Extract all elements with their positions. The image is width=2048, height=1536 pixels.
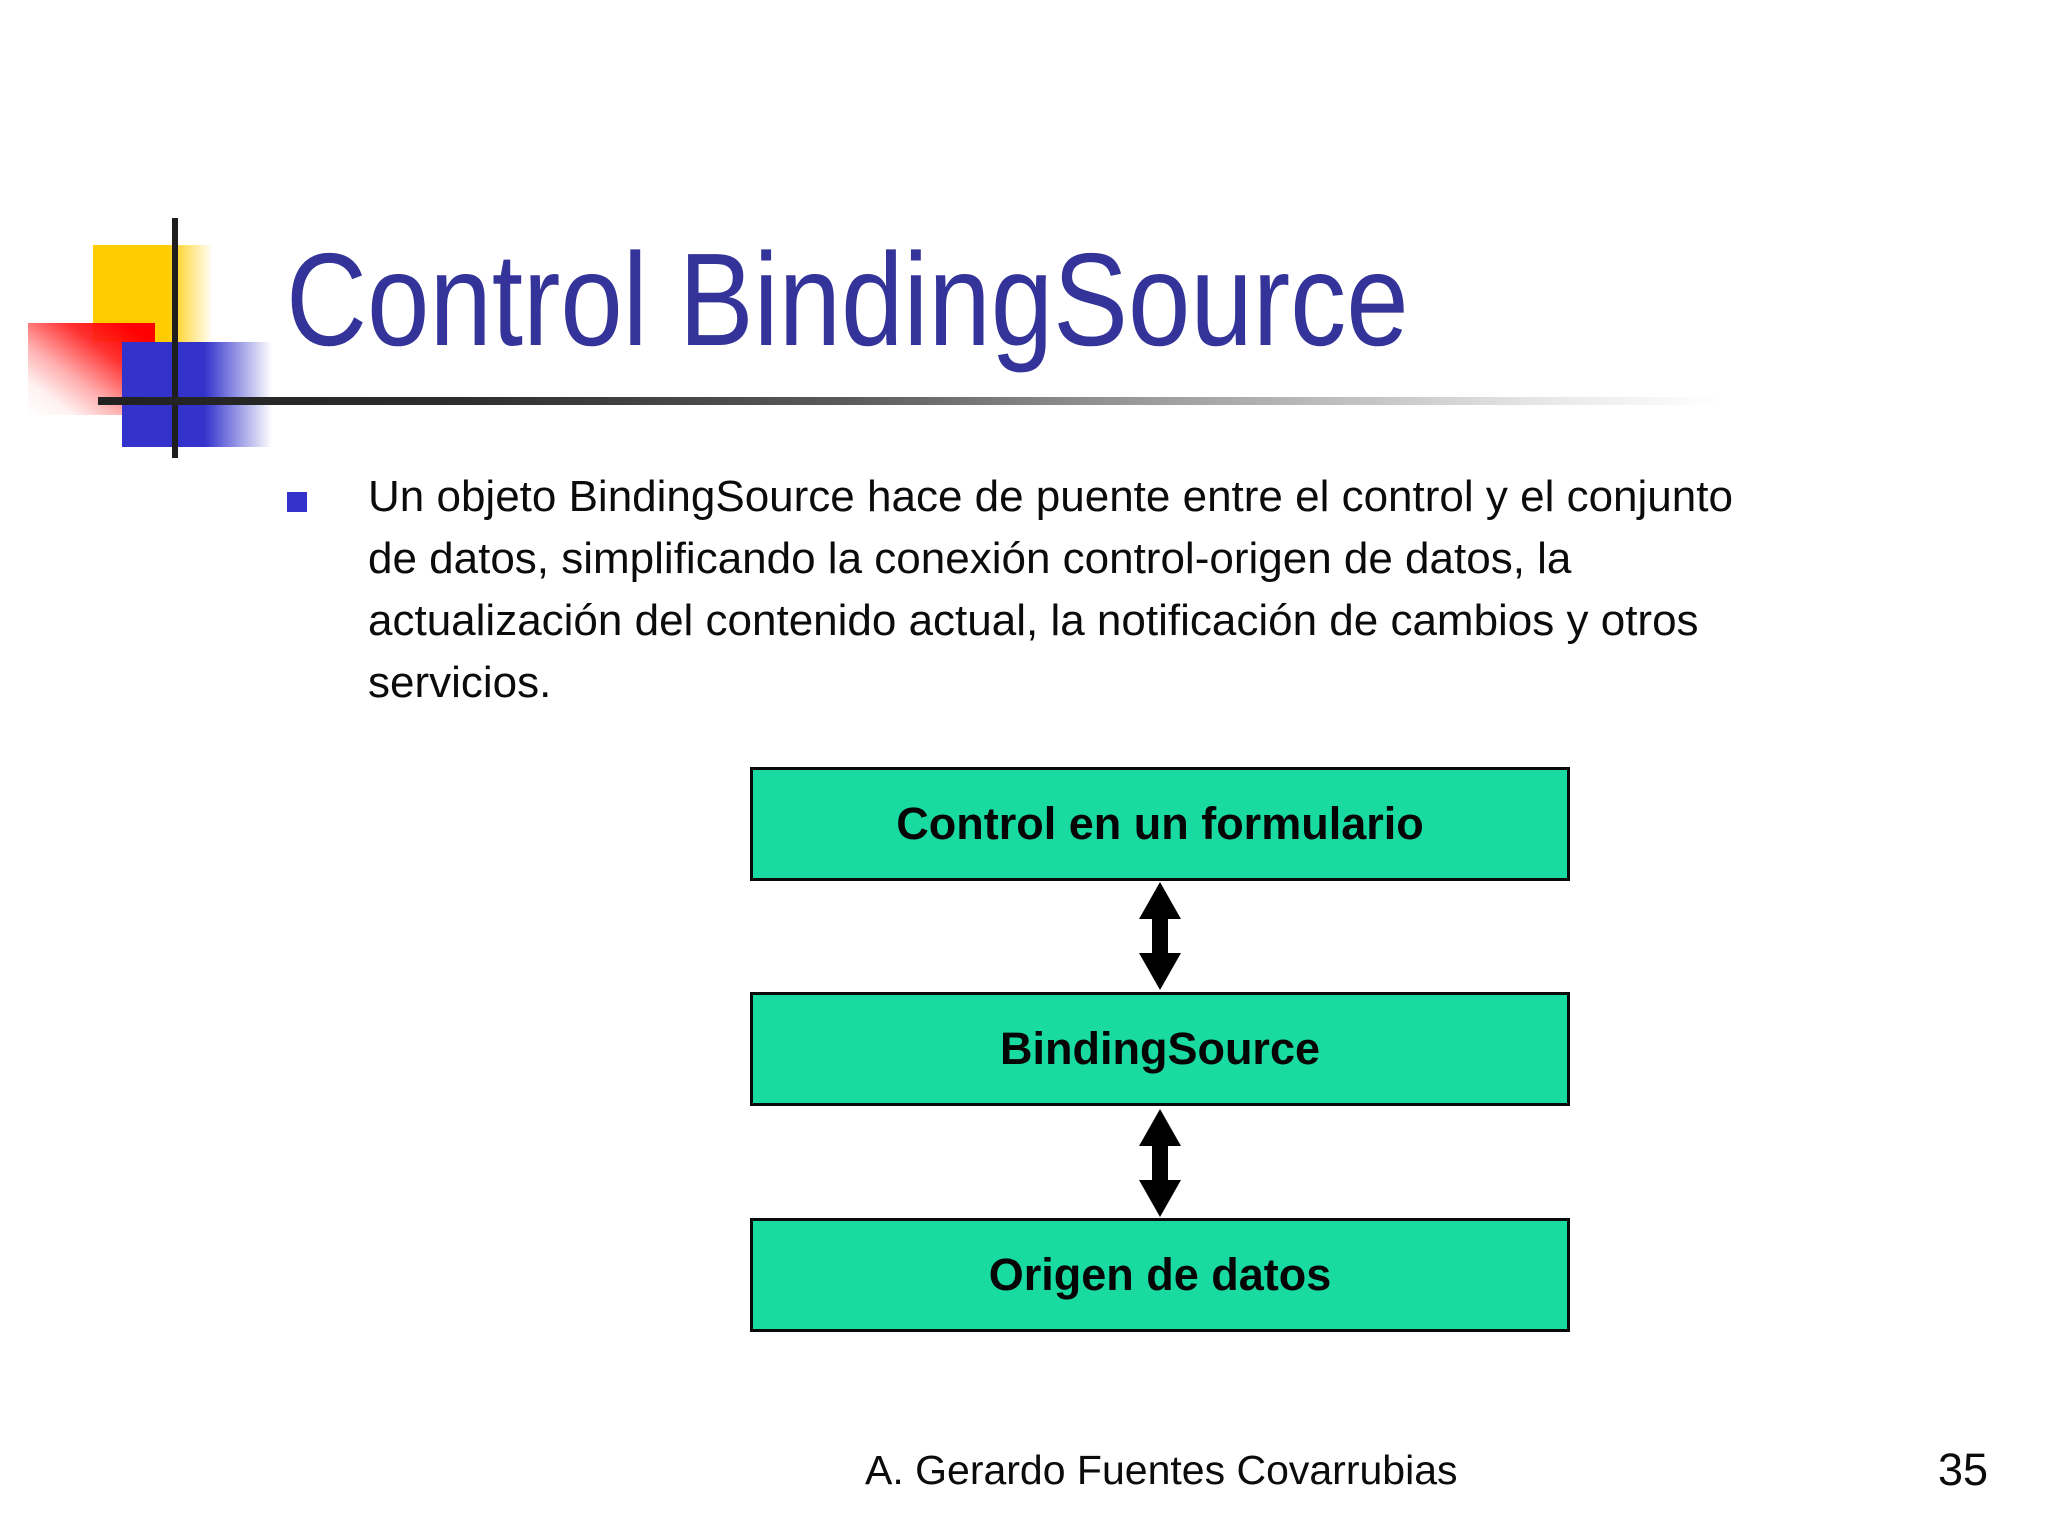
decoration-vertical-line	[172, 218, 178, 458]
diagram-box-origen-datos: Origen de datos	[750, 1218, 1570, 1332]
diagram-box-control-formulario: Control en un formulario	[750, 767, 1570, 881]
diagram-box-bindingsource: BindingSource	[750, 992, 1570, 1106]
diagram-box-label: BindingSource	[999, 1023, 1320, 1074]
slide-title: Control BindingSource	[286, 226, 1409, 373]
bullet-square-icon	[287, 492, 307, 512]
title-underline-rule	[98, 397, 1752, 405]
footer-author: A. Gerardo Fuentes Covarrubias	[865, 1447, 1458, 1493]
double-arrow-icon	[1139, 1109, 1181, 1217]
diagram-box-label: Origen de datos	[988, 1249, 1332, 1300]
page-number: 35	[1938, 1444, 1989, 1495]
double-arrow-icon	[1139, 882, 1181, 990]
bullet-paragraph: Un objeto BindingSource hace de puente e…	[368, 472, 1733, 707]
diagram-box-label: Control en un formulario	[896, 798, 1424, 849]
decoration-blue-gradient-square	[122, 342, 272, 447]
